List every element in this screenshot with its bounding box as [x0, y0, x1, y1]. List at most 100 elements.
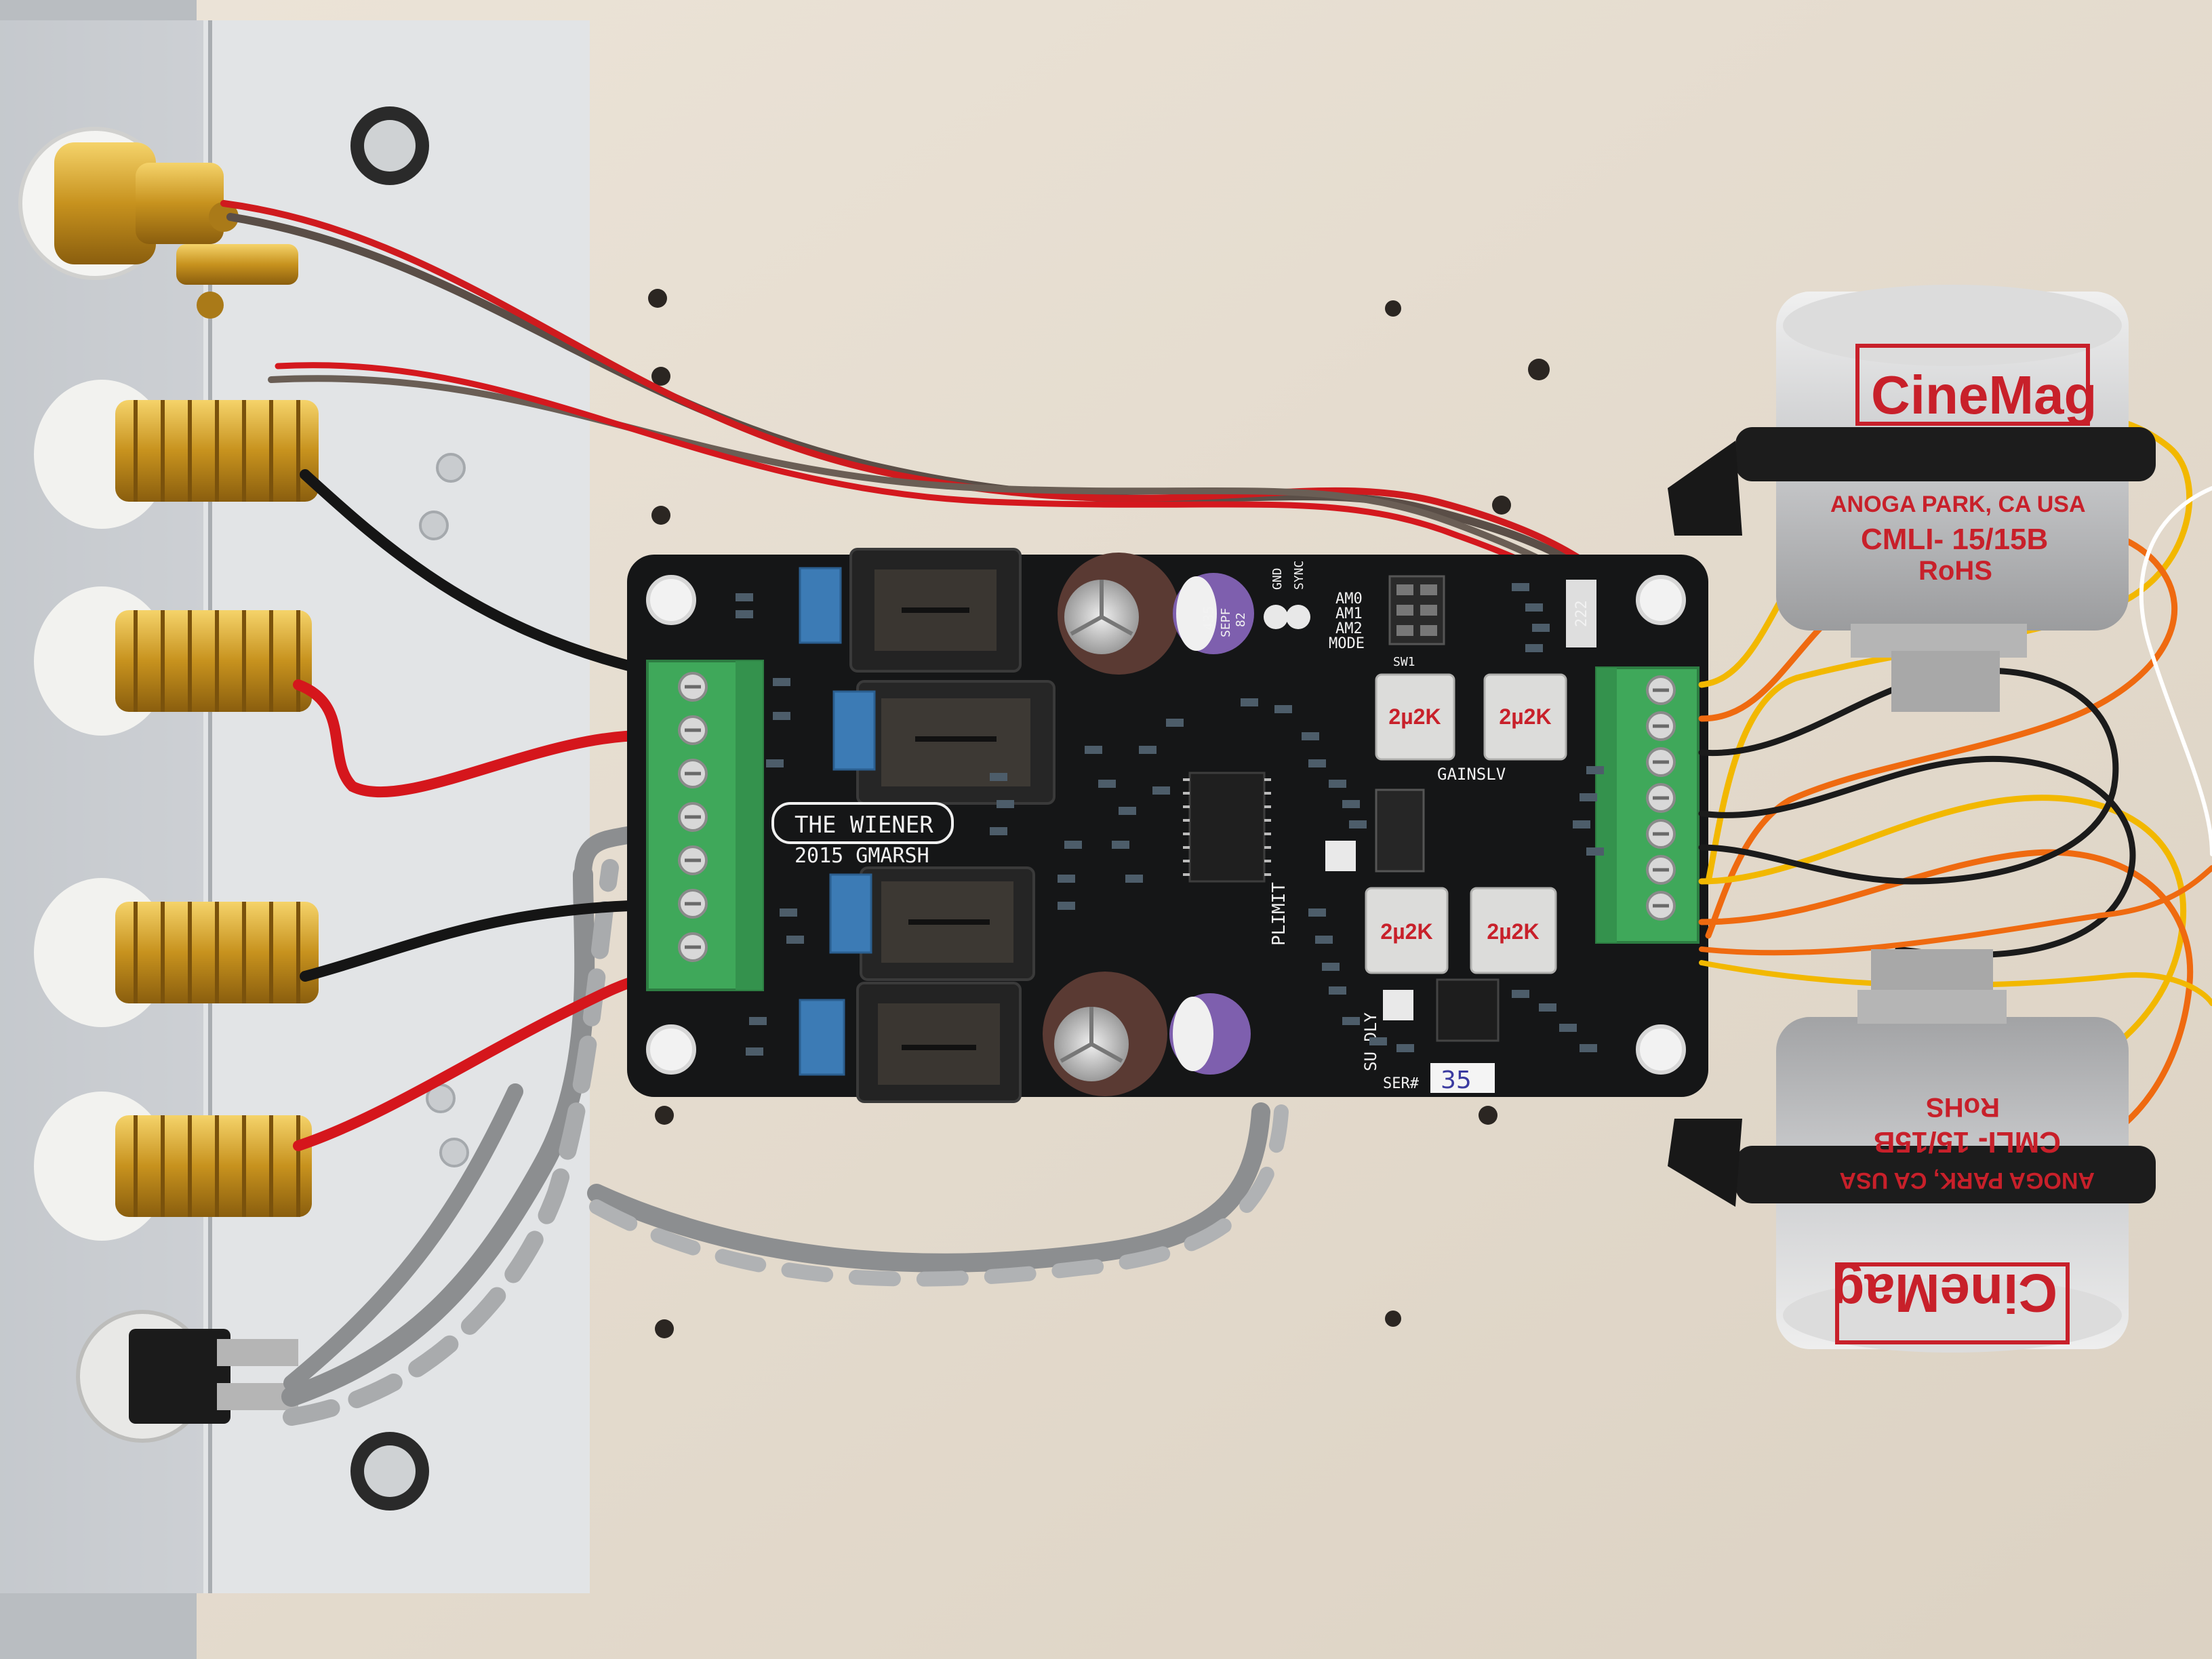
brand-box-top — [1855, 344, 2090, 426]
cable-tie-bottom — [1735, 1146, 2156, 1203]
bracket-hole-top — [350, 106, 429, 185]
smd-part — [1512, 990, 1529, 998]
smd-part — [1329, 986, 1346, 995]
svg-text:MODE: MODE — [1329, 635, 1365, 652]
smd-part — [1308, 908, 1326, 917]
film-cap-3: 2µ2K — [1365, 887, 1449, 974]
brand-box-bottom — [1835, 1262, 2070, 1344]
binding-post-4 — [34, 1092, 312, 1241]
smd-part — [749, 1017, 767, 1025]
board-title-badge: THE WIENER 2015 GMARSH — [771, 802, 954, 868]
sw1-label: SW1 — [1393, 655, 1415, 669]
smd-part — [1329, 780, 1346, 788]
svg-text:2µ2K: 2µ2K — [1388, 704, 1441, 729]
smd-part — [1152, 786, 1170, 795]
brand-bottom: CineMag — [1832, 1263, 2057, 1323]
svg-text:2µ2K: 2µ2K — [1487, 919, 1539, 944]
polymer-cap-bottom — [1169, 993, 1251, 1075]
board-subtitle: 2015 GMARSH — [795, 844, 929, 868]
smd-part — [990, 827, 1007, 835]
inductor-l2 — [856, 680, 1055, 805]
serial-sticker — [1430, 1063, 1495, 1093]
smd-part — [746, 1047, 763, 1056]
pcb-mount-hole-br — [1636, 1024, 1686, 1075]
smd-part — [997, 800, 1014, 808]
resistor-222 — [1566, 580, 1596, 647]
compliance-bottom: RoHS — [1926, 1092, 2000, 1122]
smd-part — [736, 610, 753, 618]
transformer-top: CineMag ANOGA PARK, CA USA CMLI- 15/15B … — [1668, 285, 2156, 712]
electrolytic-cap-bottom — [1043, 972, 1167, 1096]
smd-part — [1308, 759, 1326, 767]
smd-part — [1349, 820, 1367, 828]
inductor-l4 — [856, 982, 1022, 1103]
bracket-hole-bottom — [350, 1432, 429, 1511]
blue-capacitors — [799, 567, 876, 1076]
smd-part — [1064, 841, 1082, 849]
location-bottom: ANOGA PARK, CA USA — [1839, 1167, 2095, 1193]
smd-part — [1512, 583, 1529, 591]
brand-top: CineMag — [1871, 365, 2097, 425]
gray-twisted-wires — [281, 822, 1289, 1426]
compliance-top: RoHS — [1918, 556, 1992, 586]
smd-part — [1573, 820, 1590, 828]
electrolytic-cap-top — [1058, 553, 1180, 675]
pcb-mount-hole-bl — [646, 1024, 696, 1075]
svg-text:2µ2K: 2µ2K — [1380, 919, 1432, 944]
terminal-screws-left — [678, 672, 708, 962]
smd-part — [1315, 936, 1333, 944]
smd-components — [736, 583, 1604, 1056]
jumper-pads — [1264, 605, 1310, 629]
smd-part — [780, 908, 797, 917]
amplifier-ic — [1188, 772, 1266, 883]
smd-part — [1342, 800, 1360, 808]
elcap-text: 435 — [1201, 606, 1217, 631]
smd-part — [1586, 847, 1604, 856]
smd-part — [1112, 841, 1129, 849]
gnd-label: GND — [1270, 567, 1285, 590]
smd-part — [1580, 793, 1597, 801]
smd-part — [1274, 705, 1292, 713]
smd-part — [1166, 719, 1184, 727]
serial-number: 35 — [1441, 1066, 1472, 1094]
smd-part — [773, 678, 790, 686]
svg-text:AM1: AM1 — [1335, 605, 1363, 622]
terminal-block-left — [646, 660, 764, 991]
mode-labels: AM0 AM1 AM2 MODE — [1329, 591, 1365, 652]
led-su — [1383, 990, 1413, 1020]
smd-part — [1586, 766, 1604, 774]
elcap-text-3: 82 — [1234, 612, 1248, 627]
transformer-bottom: CineMag ANOGA PARK, CA USA CMLI- 15/15B … — [1668, 949, 2156, 1353]
smd-part — [1058, 902, 1075, 910]
dip-switch-gain — [1375, 788, 1425, 873]
dip-switch — [1388, 575, 1445, 645]
speaker-wires — [293, 469, 656, 1151]
binding-post-3 — [34, 878, 319, 1027]
power-jack — [76, 1310, 298, 1443]
smd-part — [1580, 1044, 1597, 1052]
inductor-l1 — [849, 548, 1022, 673]
terminal-screws-right — [1646, 675, 1676, 921]
smd-part — [1539, 1003, 1556, 1012]
rca-jack-top — [18, 127, 298, 319]
smd-part — [1058, 875, 1075, 883]
smd-part — [1396, 1044, 1414, 1052]
smd-part — [766, 759, 784, 767]
binding-post-1 — [34, 380, 319, 529]
smd-part — [1559, 1024, 1577, 1032]
svg-text:AM0: AM0 — [1335, 591, 1363, 607]
smd-part — [1302, 732, 1319, 740]
svg-text:AM2: AM2 — [1335, 620, 1363, 637]
pcb-mount-hole-tl — [646, 575, 696, 625]
elcap-text-2: SEPF — [1219, 608, 1233, 637]
ic-pins — [1183, 778, 1271, 876]
smd-part — [1342, 1017, 1360, 1025]
terminal-block-right — [1595, 666, 1700, 944]
film-cap-4: 2µ2K — [1470, 887, 1557, 974]
smd-part — [1525, 644, 1543, 652]
smd-part — [786, 936, 804, 944]
smd-part — [1525, 603, 1543, 612]
svg-text:2µ2K: 2µ2K — [1499, 704, 1551, 729]
bracket-small-holes — [419, 453, 469, 1167]
